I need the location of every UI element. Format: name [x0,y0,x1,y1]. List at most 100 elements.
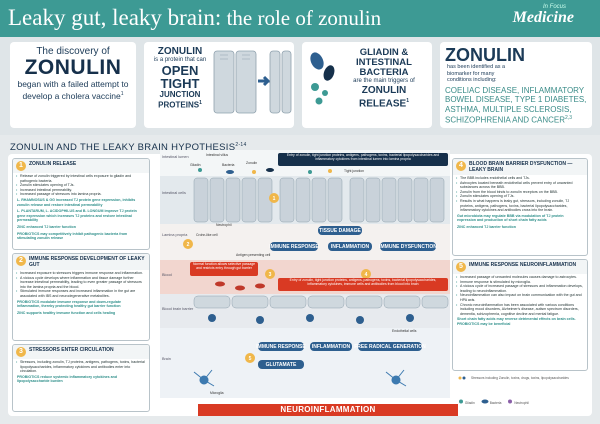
box-bbb-dysfunction: 4 BLOOD BRAIN BARRIER DYSFUNCTION — LEAK… [452,158,588,256]
immune-response-text: IMMUNE RESPONSE [269,244,319,250]
immune-dysfunction-pill [380,242,436,251]
c3-small: are the main triggers of [353,78,415,84]
box2-list: Increased exposure to stressors triggers… [13,270,149,299]
c2-zonulin: ZONULIN [157,46,203,57]
layer-label: Brain [162,357,171,361]
c2-proteins-line: PROTEINS1 [149,99,211,110]
open-tj-card: ZONULIN is a protein that can OPEN TIGHT… [144,42,294,128]
tissue-damage-text: TISSUE DAMAGE [319,228,361,234]
box3-header: 3 STRESSORS ENTER CIRCULATION [13,345,149,359]
tight-junction-illustration [213,50,292,114]
layer-label: Intestinal cells [162,191,186,195]
inflammation-2-pill [310,342,352,351]
svg-text:2: 2 [187,242,190,248]
c3-release-line: RELEASE1 [340,96,428,109]
page-title: Leaky gut, leaky brain: the role of zonu… [8,4,381,32]
box-neuroinflammation: 5 IMMUNE RESPONSE NEUROINFLAMMATION Incr… [452,259,588,371]
villus-label: Intestinal villus [206,153,228,157]
inflammation-text: INFLAMMATION [331,244,370,250]
c3-zonulin: ZONULIN [361,85,407,96]
astrocytes [208,314,414,324]
box2-note: ZINC supports healthy immune function an… [17,310,116,315]
entry-brain-text: Entry of zonulin, tight junction protein… [289,278,437,287]
box1-item: Increased passage of stressors into lami… [16,192,145,197]
discovery-line3: began with a failed attempt to develop a… [10,79,136,101]
box1-note: L. RHAMNOSUS & GG increased TJ protein g… [17,197,136,207]
neurons [193,369,407,387]
box1-header: 1 ZONULIN RELEASE [13,159,149,173]
c4-diseases: COELIAC DISEASE, INFLAMMATORY BOWEL DISE… [445,85,587,125]
c3-intestinal: INTESTINAL [356,57,412,68]
box2-item: Stimulated immune responses and increase… [16,289,145,298]
diagram-svg: Intestinal lumen Intestinal cells Lamina… [160,150,450,398]
box4-header: 4 BLOOD BRAIN BARRIER DYSFUNCTION — LEAK… [453,159,587,175]
c2-proteins: PROTEINS [158,100,200,110]
box4-item: Zonulin from the blood binds to zonulin … [456,190,583,195]
endothelial-label: Endothelial cells [392,329,417,333]
c3-gliadin: GLIADIN & [359,47,409,58]
immune-response-pill [270,242,318,251]
box5-title: IMMUNE RESPONSE NEUROINFLAMMATION [469,262,577,268]
legend-neutrophil: Neutrophil [507,399,529,405]
legend-bacteria: Bacteria [481,399,501,405]
discovery-text: began with a failed attempt to develop a… [17,79,129,101]
open-tj-text: ZONULIN is a protein that can OPEN TIGHT… [149,46,211,110]
box1-note: ZINC enhanced TJ barrier function [17,224,76,229]
immune-response-2-text: IMMUNE RESPONSE [256,344,306,350]
gliadin-label: Gliadin [190,163,201,167]
box4-item: Astrocytes located beneath endothelial c… [456,181,583,190]
box1-note: L. PLANTARUM, L. ACIDOPHILUS and B. LONG… [17,209,137,223]
c4-diseases-line: COELIAC DISEASE, INFLAMMATORY BOWEL DISE… [445,86,587,126]
immune-response-2-pill [258,342,304,351]
c4-zonulin: ZONULIN [445,45,525,65]
box2-item: A vicious cycle develops where inflammat… [16,276,145,290]
medicine-logo: Medicine [512,9,574,26]
box3-number: 3 [16,347,26,357]
free-radical-pill [358,342,422,351]
legend-row: Gliadin Bacteria Neutrophil [458,399,588,405]
glutamate-pill [258,360,304,369]
box4-item: Results in what happens is leaky gut, st… [456,199,583,213]
box2-item: Increased exposure to stressors triggers… [16,271,145,276]
brain-bg [160,328,450,398]
gliadin-legend-icon [459,399,463,404]
bacteria-gliadin-icon [310,52,335,105]
discovery-line1: The discovery of [36,46,110,57]
box5-note: Short chain fatty acids may reverse detr… [457,317,576,326]
box1-number: 1 [16,161,26,171]
discovery-zonulin: ZONULIN [24,56,122,79]
box1-list: Release of zonulin triggered by intestin… [13,173,149,197]
title-main: Leaky gut, leaky brain: [8,5,222,30]
box2-number: 2 [16,256,26,266]
entry-gut-banner [278,153,448,166]
box5-list: Increased passage of unwanted molecules … [453,274,587,316]
box3-list: Stressors, including zonulin, TJ protein… [13,359,149,374]
glutamate-text: GLUTAMATE [266,362,297,368]
tissue-damage-pill [318,226,362,235]
box1-title: ZONULIN RELEASE [29,161,77,167]
box5-header: 5 IMMUNE RESPONSE NEUROINFLAMMATION [453,260,587,274]
box-immune-response: 2 IMMUNE RESPONSE DEVELOPMENT OF LEAKY G… [12,253,150,341]
header-bar: Leaky gut, leaky brain: the role of zonu… [0,0,600,37]
c2-small: is a protein that can [153,57,207,63]
entry-brain-fo: Entry of zonulin, tight junction protein… [289,278,437,287]
endothelial-cells-row [193,295,449,309]
bacteria-label: Bacteria [222,163,235,167]
box-stressors-circulation: 3 STRESSORS ENTER CIRCULATION Stressors,… [12,344,150,412]
lumen-particles [198,168,332,174]
box2-header: 2 IMMUNE RESPONSE DEVELOPMENT OF LEAKY G… [13,254,149,270]
tight-junction-label: Tight junction [344,169,364,173]
normal-note-box [190,262,258,276]
c4-small: has been identified as a biomarker for m… [447,64,506,83]
box4-note: ZINC enhanced TJ barrier function [457,224,516,229]
c2-ref: 1 [199,100,202,106]
normal-note-text: Normal function allows selective passage… [192,262,255,271]
c3-release: RELEASE [358,98,407,110]
box5-item: Chronic neuroinflammation has been assoc… [456,303,583,317]
legend: Stressors including Zonulin, toxins, dru… [458,375,588,405]
antigen-cell-label: Antigen presenting cell [236,253,271,257]
intestinal-cells-row [193,177,445,223]
bacteria-legend-icon [481,399,489,404]
c2-tight: TIGHT [160,76,200,91]
box3-item: Stressors, including zonulin, TJ protein… [16,360,145,374]
